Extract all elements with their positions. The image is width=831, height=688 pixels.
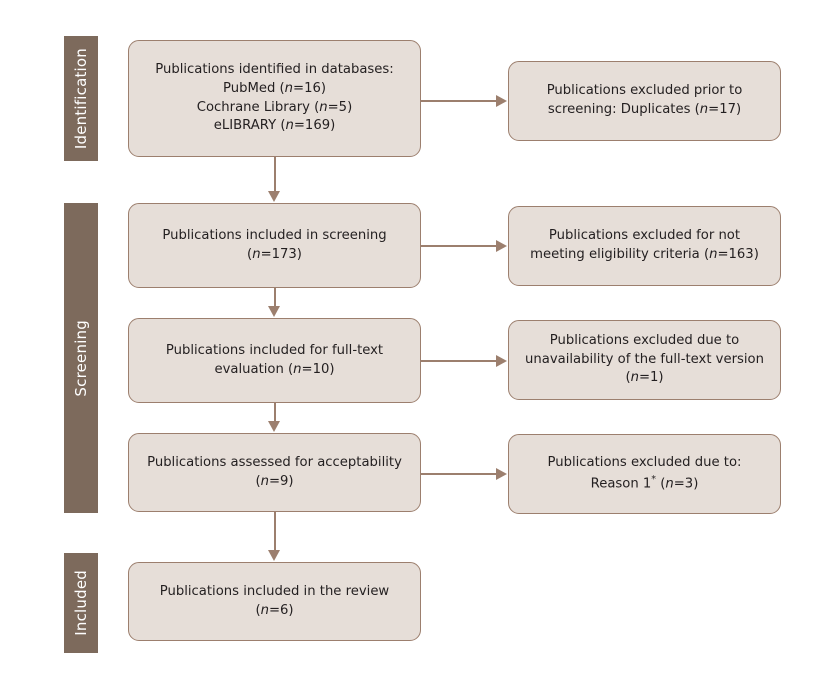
arrow-down-icon bbox=[268, 550, 280, 561]
arrow-right-icon bbox=[496, 240, 507, 252]
connector-acceptability-to-reason bbox=[421, 473, 497, 475]
connector-fulltext-to-unavailable bbox=[421, 360, 497, 362]
connector-screening-to-fulltext bbox=[274, 288, 276, 307]
node-included-in-screening: Publications included in screening(n=173… bbox=[128, 203, 421, 288]
stage-bar-screening: Screening bbox=[64, 203, 98, 513]
stage-label-identification: Identification bbox=[71, 47, 90, 150]
arrow-right-icon bbox=[496, 355, 507, 367]
connector-acceptability-to-review bbox=[274, 512, 276, 551]
node-publications-identified: Publications identified in databases:Pub… bbox=[128, 40, 421, 157]
connector-screening-to-eligibility bbox=[421, 245, 497, 247]
node-assessed-for-acceptability: Publications assessed for acceptability(… bbox=[128, 433, 421, 512]
connector-fulltext-to-acceptability bbox=[274, 403, 276, 422]
stage-label-included: Included bbox=[71, 570, 90, 636]
arrow-down-icon bbox=[268, 421, 280, 432]
arrow-right-icon bbox=[496, 95, 507, 107]
node-included-in-the-review: Publications included in the review(n=6) bbox=[128, 562, 421, 641]
stage-label-screening: Screening bbox=[71, 319, 90, 397]
stage-bar-identification: Identification bbox=[64, 36, 98, 161]
stage-bar-included: Included bbox=[64, 553, 98, 653]
arrow-down-icon bbox=[268, 306, 280, 317]
connector-identified-to-screening bbox=[274, 157, 276, 192]
arrow-down-icon bbox=[268, 191, 280, 202]
arrow-right-icon bbox=[496, 468, 507, 480]
connector-identified-to-duplicates bbox=[421, 100, 497, 102]
node-excluded-reason-1: Publications excluded due to:Reason 1* (… bbox=[508, 434, 781, 514]
